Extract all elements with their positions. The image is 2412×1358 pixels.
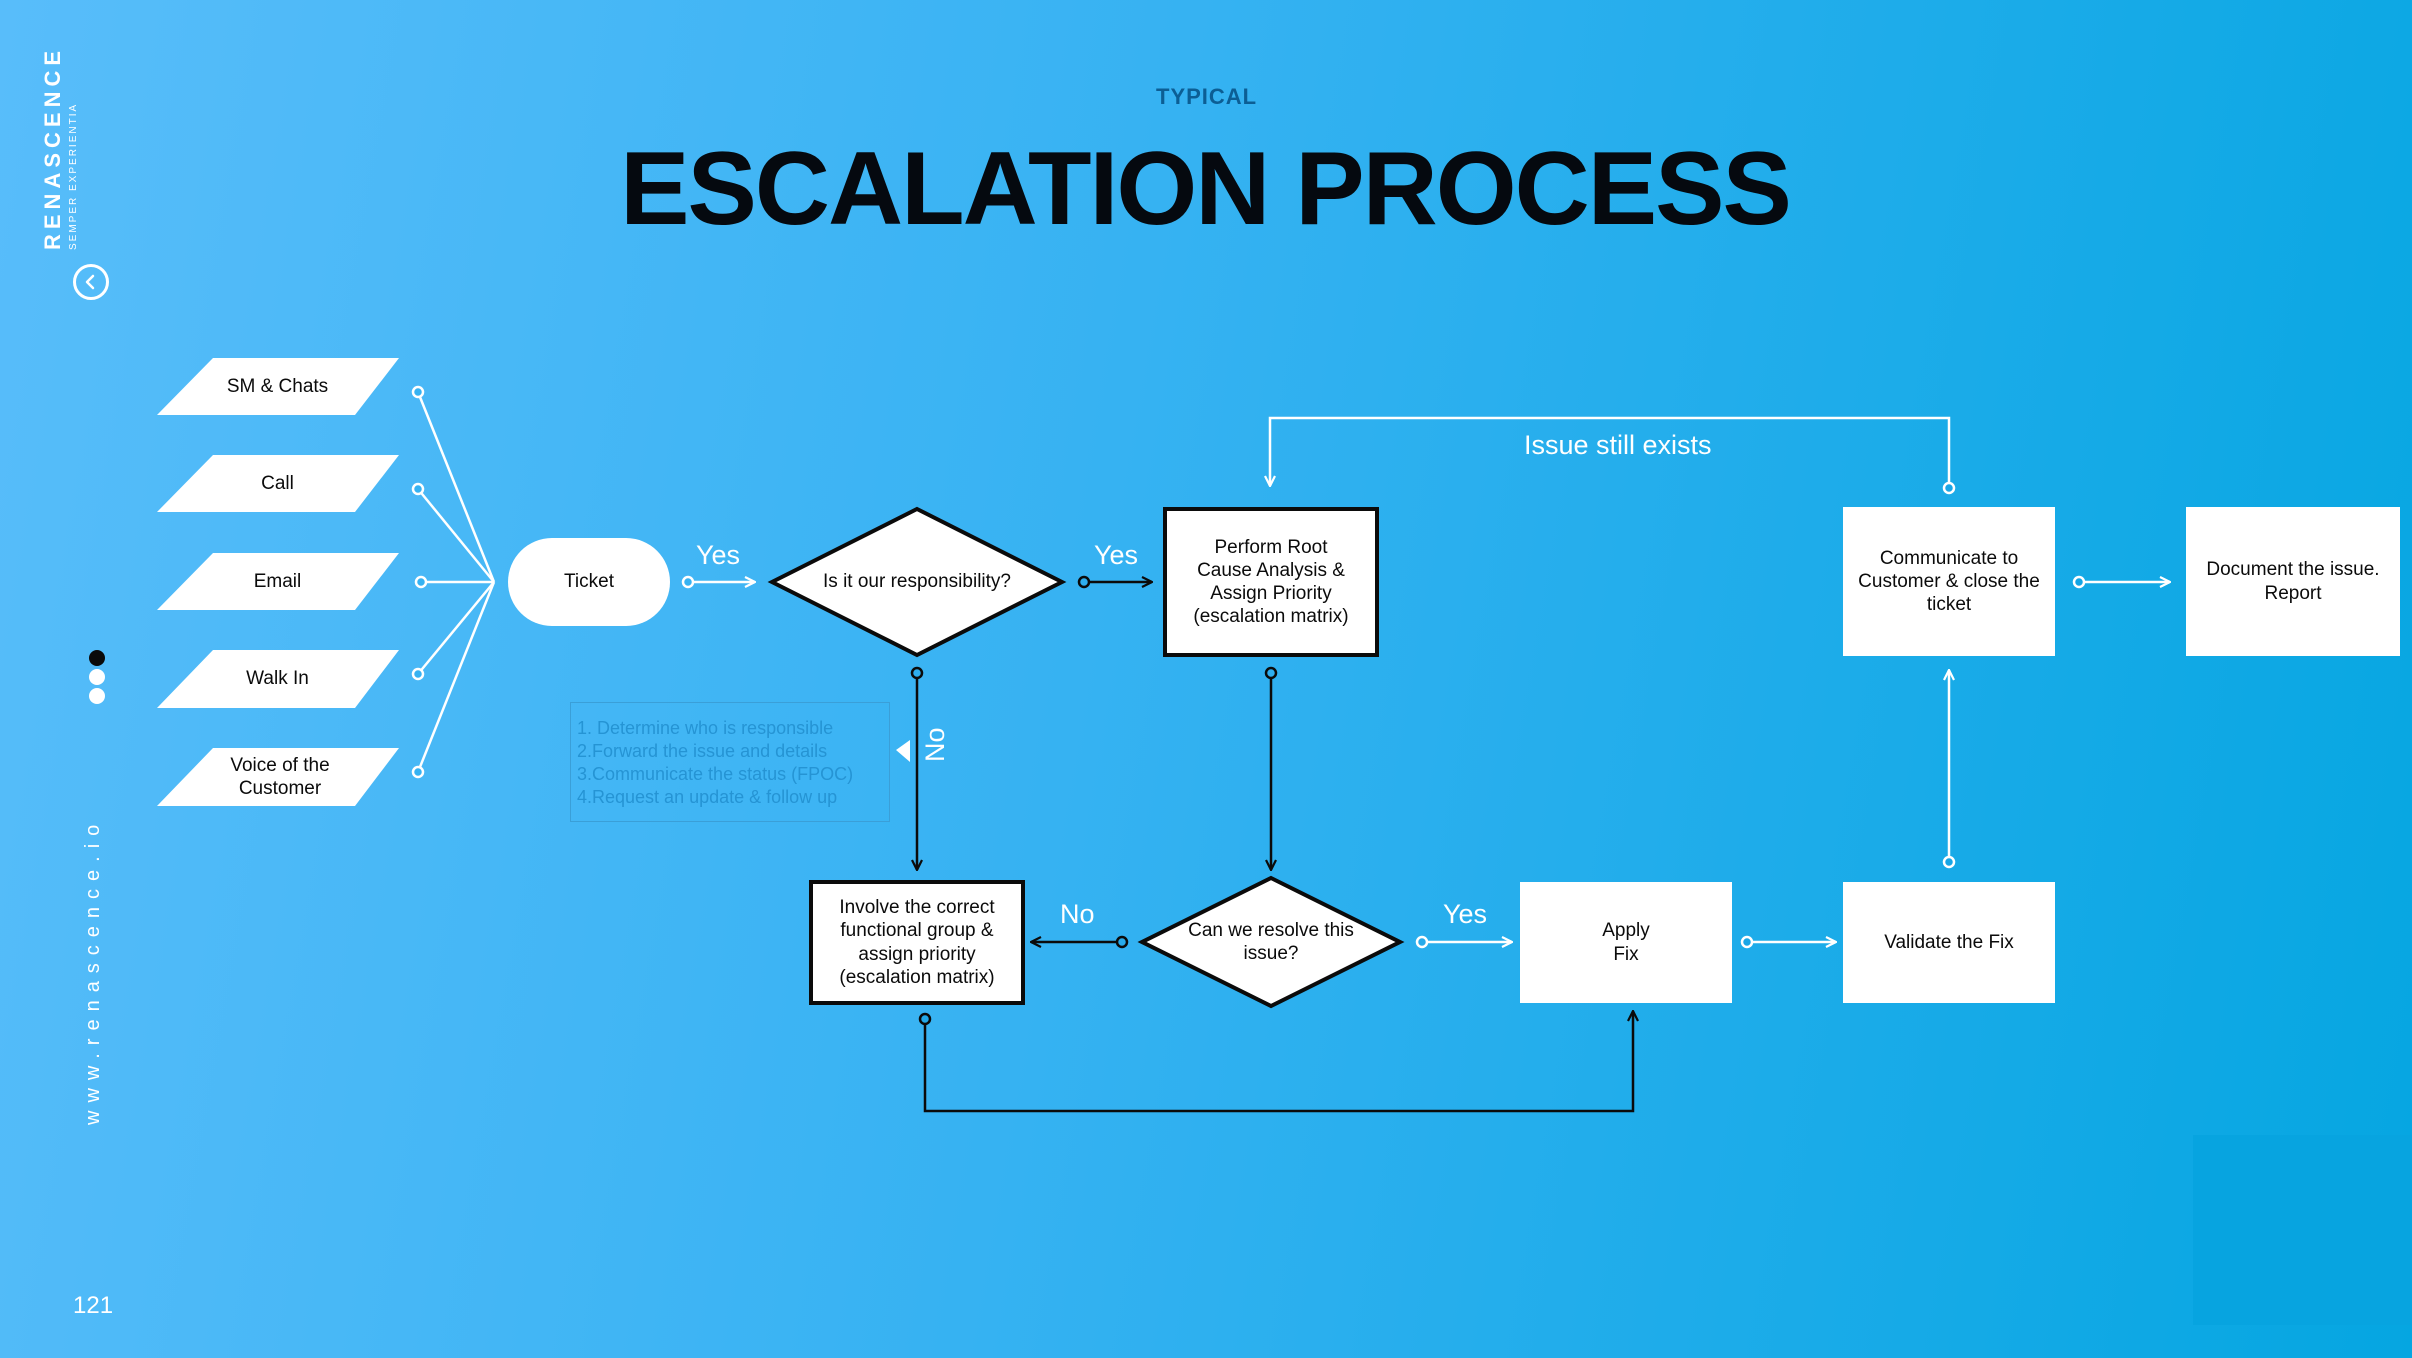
channel-email: Email bbox=[253, 570, 302, 592]
apply-fix-label: Apply Fix bbox=[1602, 920, 1650, 965]
validate-label: Validate the Fix bbox=[1884, 931, 2014, 953]
edge-label-no-resolve: No bbox=[1060, 899, 1095, 929]
responsibility-decision-label: Is it our responsibility? bbox=[823, 571, 1011, 593]
decorative-corner-box bbox=[2193, 1135, 2412, 1325]
pagination-dot[interactable] bbox=[89, 669, 105, 685]
edge-label-yes-responsibility: Yes bbox=[1094, 540, 1139, 570]
channel-shape-call bbox=[157, 455, 399, 512]
notes-pointer-icon bbox=[896, 740, 910, 762]
page-subtitle: TYPICAL bbox=[1156, 84, 1258, 109]
ticket-label: Ticket bbox=[564, 571, 614, 593]
note-item: 4.Request an update & follow up bbox=[577, 787, 838, 807]
involve-label: Involve the correct functional group & a… bbox=[839, 897, 995, 988]
ticket-shape bbox=[508, 538, 670, 626]
resolve-decision-shape bbox=[1137, 875, 1405, 1009]
resolve-decision-label: Can we resolve this issue? bbox=[1188, 919, 1354, 964]
channel-shape-email bbox=[157, 553, 399, 610]
responsibility-decision-shape bbox=[767, 506, 1067, 658]
edge-label-yes-resolve: Yes bbox=[1443, 899, 1488, 929]
communicate-shape bbox=[1843, 507, 2055, 656]
edge-label-issue-still-exists: Issue still exists bbox=[1524, 430, 1712, 460]
edge-label-no-responsibility: No bbox=[920, 727, 950, 762]
root-cause-label: Perform Root Cause Analysis & Assign Pri… bbox=[1193, 536, 1349, 628]
note-item: 3.Communicate the status (FPOC) bbox=[577, 764, 854, 784]
validate-shape bbox=[1843, 882, 2055, 1003]
slide-pagination[interactable] bbox=[89, 650, 105, 707]
involve-shape bbox=[809, 880, 1025, 1005]
document-shape bbox=[2186, 507, 2400, 656]
page-number: 121 bbox=[73, 1292, 114, 1319]
channel-shape-voice bbox=[157, 748, 399, 806]
page-title: ESCALATION PROCESS bbox=[620, 131, 1792, 247]
pagination-dot[interactable] bbox=[89, 688, 105, 704]
document-label: Document the issue. Report bbox=[2206, 559, 2380, 604]
channel-shape-walk-in bbox=[157, 650, 399, 708]
channel-shape-sm-chats bbox=[157, 358, 399, 415]
channel-walk-in: Walk In bbox=[246, 668, 309, 690]
root-cause-shape bbox=[1163, 507, 1379, 657]
note-item: 1. Determine who is responsible bbox=[577, 718, 834, 738]
edge-label-yes-ticket: Yes bbox=[696, 540, 741, 570]
channel-voice-of-customer: Voice of the Customer bbox=[230, 754, 330, 799]
channel-sm-chats: SM & Chats bbox=[226, 375, 329, 397]
brand-mark-icon bbox=[73, 264, 109, 300]
responsibility-notes-box: 1. Determine who is responsible 2.Forwar… bbox=[570, 702, 890, 822]
channel-connectors bbox=[416, 391, 496, 773]
pagination-dot-active[interactable] bbox=[89, 650, 105, 666]
note-item: 2.Forward the issue and details bbox=[577, 741, 828, 761]
apply-fix-shape bbox=[1520, 882, 1732, 1003]
channel-call: Call bbox=[261, 472, 294, 494]
communicate-label: Communicate to Customer & close the tick… bbox=[1858, 547, 2040, 616]
